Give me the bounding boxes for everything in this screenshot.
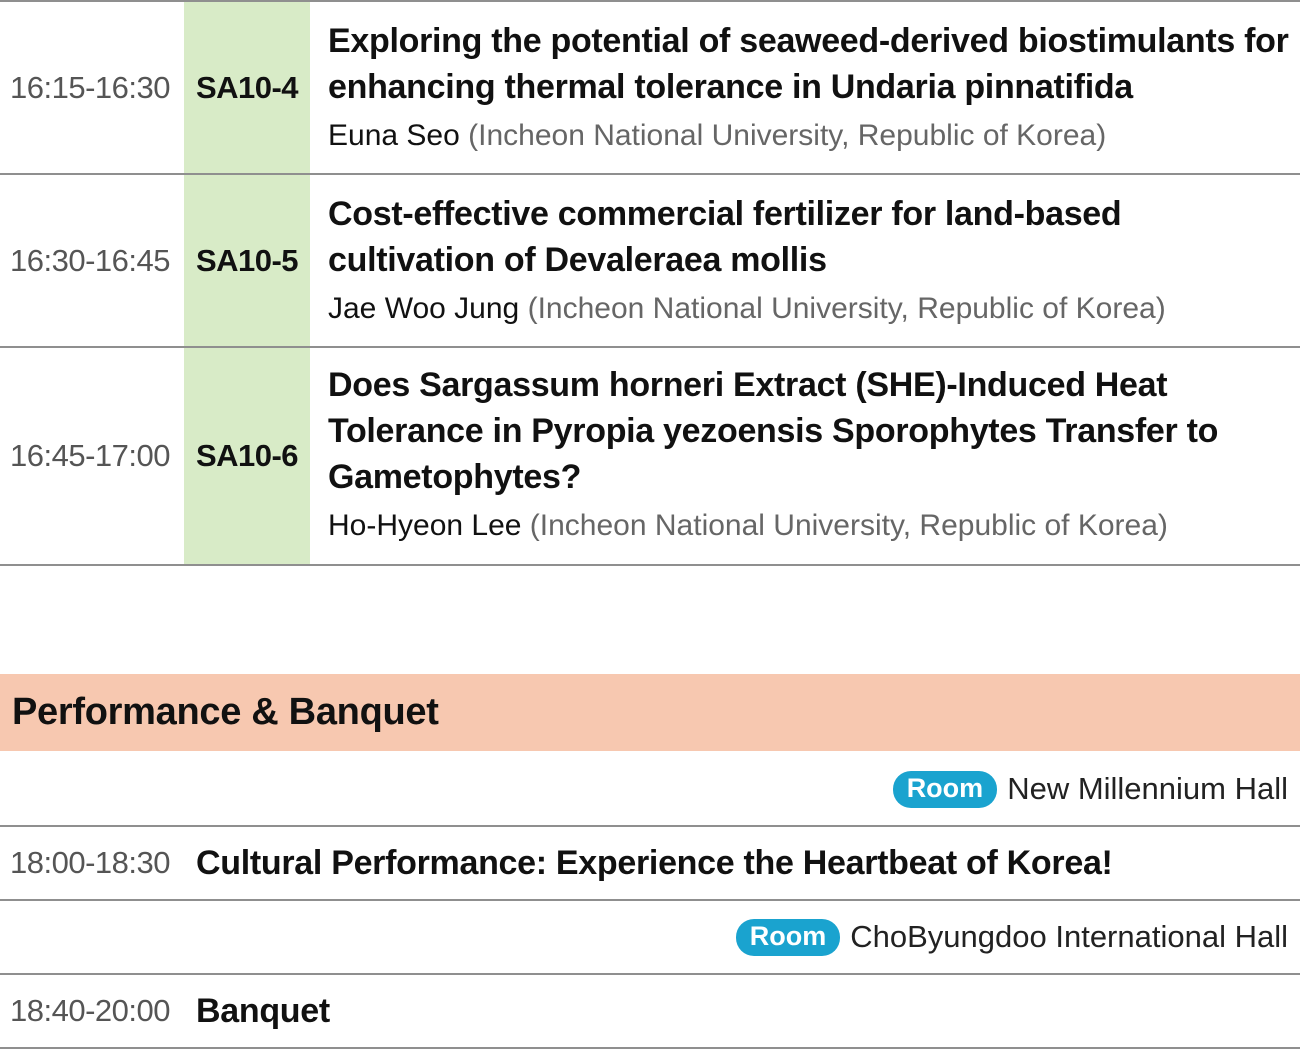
author-line: Ho-Hyeon Lee (Incheon National Universit… xyxy=(328,508,1290,544)
session-time: 16:45-17:00 xyxy=(10,438,170,473)
session-time: 16:15-16:30 xyxy=(10,69,170,105)
event-row: 18:00-18:30 Cultural Performance: Experi… xyxy=(0,827,1300,899)
room-row: Room ChoByungdoo International Hall xyxy=(0,901,1288,973)
event-title: Banquet xyxy=(196,991,330,1030)
room-name: ChoByungdoo International Hall xyxy=(850,919,1288,954)
session-row: 16:15-16:30 SA10-4 Exploring the potenti… xyxy=(0,2,1300,173)
event-row: 18:40-20:00 Banquet xyxy=(0,975,1300,1047)
session-code: SA10-6 xyxy=(195,438,299,473)
session-author: Euna Seo xyxy=(328,119,460,152)
room-name: New Millennium Hall xyxy=(1007,771,1288,806)
event-time: 18:00-18:30 xyxy=(10,845,170,880)
divider xyxy=(0,825,1300,827)
room-badge: Room xyxy=(735,918,841,956)
session-row: 16:30-16:45 SA10-5 Cost-effective commer… xyxy=(0,175,1300,346)
session-content: Cost-effective commercial fertilizer for… xyxy=(328,191,1290,327)
session-author: Jae Woo Jung xyxy=(328,292,520,325)
event-time: 18:40-20:00 xyxy=(10,993,170,1028)
section-header: Performance & Banquet xyxy=(0,674,1300,751)
session-code-cell: SA10-5 xyxy=(184,175,310,346)
divider xyxy=(0,564,1300,566)
session-time: 16:30-16:45 xyxy=(10,242,170,278)
session-code: SA10-4 xyxy=(195,69,299,105)
session-affiliation: (Incheon National University, Republic o… xyxy=(527,292,1166,325)
session-content: Exploring the potential of seaweed-deriv… xyxy=(328,18,1290,154)
author-line: Jae Woo Jung (Incheon National Universit… xyxy=(328,291,1290,327)
room-badge: Room xyxy=(892,770,998,808)
session-row: 16:45-17:00 SA10-6 Does Sargassum horner… xyxy=(0,348,1300,564)
divider xyxy=(0,173,1300,175)
divider xyxy=(0,0,1300,2)
session-content: Does Sargassum horneri Extract (SHE)-Ind… xyxy=(328,362,1290,544)
session-affiliation: (Incheon National University, Republic o… xyxy=(468,119,1107,152)
divider xyxy=(0,973,1300,975)
section-title: Performance & Banquet xyxy=(12,691,439,733)
divider xyxy=(0,899,1300,901)
session-title: Exploring the potential of seaweed-deriv… xyxy=(328,22,1289,106)
session-title: Does Sargassum horneri Extract (SHE)-Ind… xyxy=(328,366,1219,496)
session-code-cell: SA10-6 xyxy=(184,348,310,564)
divider xyxy=(0,346,1300,348)
session-title: Cost-effective commercial fertilizer for… xyxy=(328,195,1122,279)
session-affiliation: (Incheon National University, Republic o… xyxy=(529,509,1168,542)
session-author: Ho-Hyeon Lee xyxy=(328,509,522,542)
event-title: Cultural Performance: Experience the Hea… xyxy=(196,843,1113,882)
room-row: Room New Millennium Hall xyxy=(0,753,1288,825)
session-code-cell: SA10-4 xyxy=(184,2,310,173)
session-code: SA10-5 xyxy=(195,242,299,278)
divider xyxy=(0,1047,1300,1049)
author-line: Euna Seo (Incheon National University, R… xyxy=(328,118,1290,154)
